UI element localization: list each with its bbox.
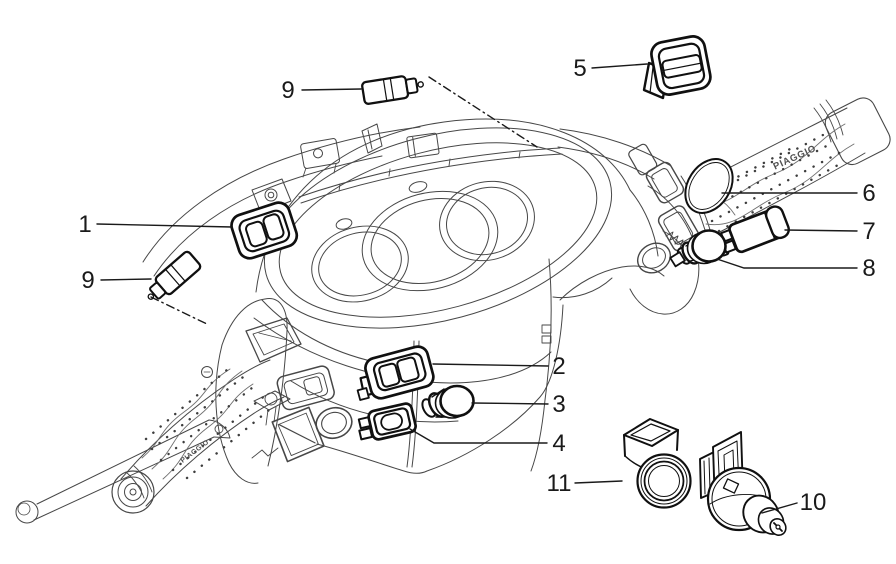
highlighted-parts: [147, 35, 790, 536]
leader-10: [761, 502, 798, 514]
callout-label-11: 11: [547, 470, 572, 497]
leader-5: [591, 63, 648, 69]
callout-label-6: 6: [862, 180, 875, 207]
part-9-bulb-upper: [361, 75, 424, 105]
part-11-ring-bracket: [623, 418, 692, 509]
brake-lever-blade: [33, 419, 215, 521]
part-3-push-button: [421, 384, 475, 419]
handlebar-tube-right: [559, 128, 672, 167]
part-5-rocker-switch: [650, 35, 712, 96]
left-grip-top: [120, 359, 271, 480]
mount-bracket: [251, 178, 292, 214]
cowl-right-edge: [530, 258, 552, 472]
opening-vent-lower: [271, 406, 325, 463]
tube-bracket-mid: [406, 132, 440, 159]
locator-dashline-9-upper: [428, 76, 538, 148]
brake-lever-ball-end: [15, 500, 39, 524]
callout-label-3: 3: [552, 391, 565, 418]
emblem-badge: [201, 366, 213, 378]
mirror-boss: [253, 390, 291, 411]
callout-label-4: 4: [552, 430, 565, 457]
callout-label-7: 7: [862, 218, 875, 245]
right-grip-end-cap: [824, 97, 891, 166]
callout-label-2: 2: [552, 353, 565, 380]
callout-label-1: 1: [78, 211, 91, 238]
opening-switch-slot: [276, 365, 335, 411]
left-pod-edge: [215, 344, 259, 484]
grip-dot-texture: [144, 133, 841, 480]
handlebar-tube-inner: [153, 155, 383, 277]
callout-leaders: [96, 63, 858, 514]
leader-9-upper: [301, 88, 362, 91]
part-4-switch: [357, 402, 417, 441]
callout-label-5: 5: [573, 55, 586, 82]
cluster-bezel-inner: [278, 142, 598, 318]
tube-rail-inner: [300, 153, 563, 204]
callout-label-9-upper: 9: [281, 77, 294, 104]
tube-clip: [361, 123, 383, 154]
right-pod-outline: [629, 185, 700, 315]
leader-8: [716, 258, 858, 269]
leader-11: [574, 480, 623, 484]
tube-rail: [298, 147, 561, 198]
part-9-bulb-left: [147, 250, 202, 300]
leader-7: [784, 229, 858, 232]
leader-1: [96, 223, 233, 228]
gauge-ring-center: [361, 190, 499, 292]
right-pod-round-hole: [636, 242, 672, 274]
opening-vent-upper: [245, 317, 302, 363]
gauge-ring-left: [311, 225, 409, 303]
callout-labels: 1 2 3 4 5 6 7 8 9 9 10 11: [78, 55, 875, 516]
part-2-rocker-switch: [356, 345, 435, 401]
leader-9-left: [100, 278, 152, 281]
part-6-gasket: [684, 158, 734, 214]
left-grip-bottom: [145, 396, 285, 507]
opening-round-hole: [315, 406, 353, 440]
left-pod-crease: [264, 298, 288, 467]
callout-label-9-left: 9: [81, 267, 94, 294]
leader-2: [432, 363, 549, 367]
gauge-ring-right: [439, 180, 535, 262]
part-8-push-button: [669, 229, 727, 268]
cluster-bezel-outer: [263, 127, 613, 329]
assembly-line-art: [15, 97, 891, 524]
right-grip-brand-text: PIAGGIO: [772, 143, 819, 173]
locator-dashline-9-left: [150, 296, 210, 326]
grip-wave-pattern: [141, 123, 855, 480]
callout-label-8: 8: [862, 255, 875, 282]
tube-bracket-left: [300, 138, 341, 169]
leader-3: [471, 402, 549, 405]
part-1-rocker-switch: [230, 201, 299, 260]
cowl-bottom-edge: [316, 304, 564, 474]
part-10-ignition-switch: [699, 431, 787, 536]
left-grip-end-cap: [111, 470, 155, 514]
callout-label-10: 10: [800, 489, 827, 516]
leader-4: [409, 428, 548, 444]
